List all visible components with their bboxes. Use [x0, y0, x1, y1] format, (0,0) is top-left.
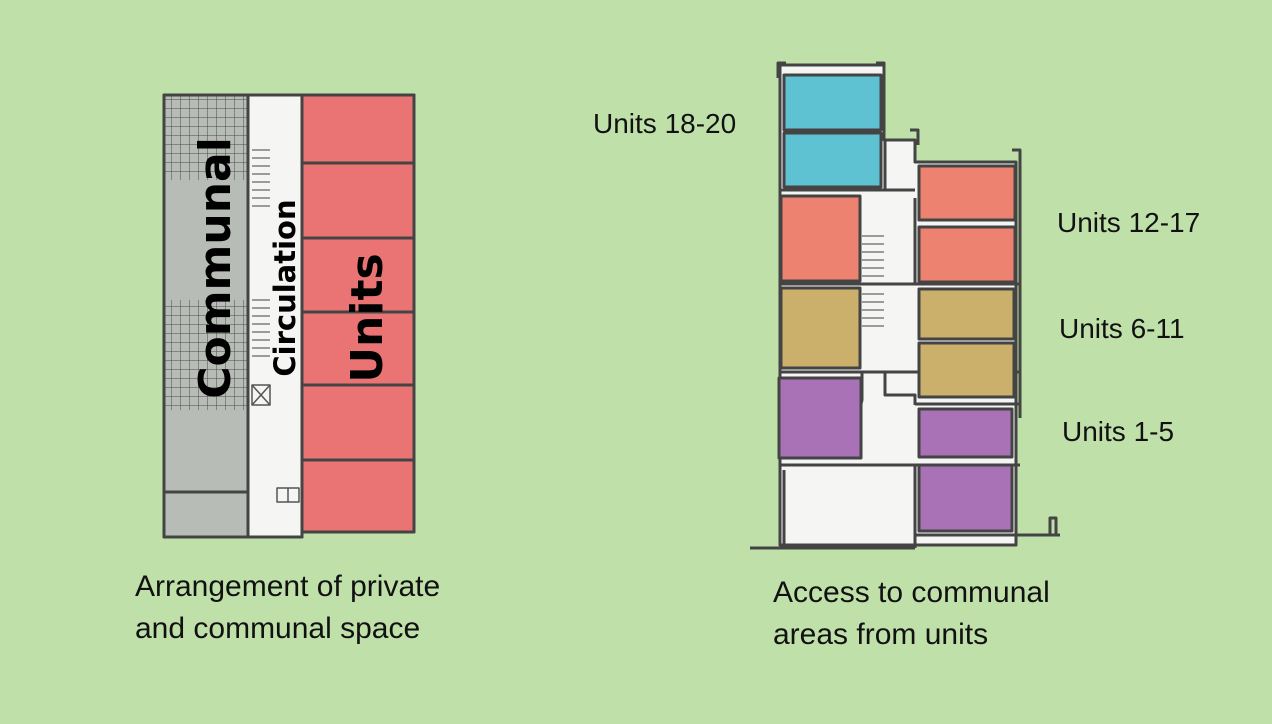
communal-grid-upper: [164, 95, 248, 180]
units-12-17-block-lower: [917, 225, 1017, 284]
units-6-11-block-lower: [917, 341, 1016, 399]
plan-caption: Arrangement of private and communal spac…: [135, 566, 440, 650]
units-6-11-block-left: [779, 286, 862, 370]
units-1-5-block-left: [777, 376, 863, 460]
section-caption-line-1: Access to communal: [773, 576, 1050, 609]
label-units-12-17: Units 12-17: [1057, 207, 1201, 238]
units-6-11-block-upper: [917, 287, 1016, 341]
label-units-6-11: Units 6-11: [1059, 313, 1185, 344]
communal-label: Communal: [190, 137, 241, 399]
label-units-1-5: Units 1-5: [1062, 416, 1175, 447]
units-1-5-block-upper: [917, 407, 1014, 459]
stair-hatching: [252, 149, 270, 357]
bench-symbol: [276, 487, 300, 503]
units-label: Units: [342, 253, 393, 382]
communal-grid-lower: [164, 300, 248, 410]
plan-caption-line-1: Arrangement of private: [135, 570, 441, 603]
label-units-18-20: Units 18-20: [593, 108, 737, 139]
section-caption: Access to communal areas from units: [773, 572, 1050, 656]
units-12-17-block-upper: [917, 164, 1017, 222]
units-1-5-block-lower: [917, 463, 1014, 533]
section-caption-line-2: areas from units: [773, 618, 989, 651]
units-12-17-block-left: [779, 194, 862, 283]
plan-diagram: [162, 93, 416, 539]
plan-caption-line-2: and communal space: [135, 612, 421, 645]
section-stairs: [862, 235, 884, 327]
section-diagram: [750, 61, 1060, 550]
circulation-label: Circulation: [268, 199, 302, 376]
units-18-20-block-lower: [782, 131, 883, 189]
units-18-20-block-upper: [782, 73, 883, 132]
lift-symbol: [251, 384, 271, 406]
